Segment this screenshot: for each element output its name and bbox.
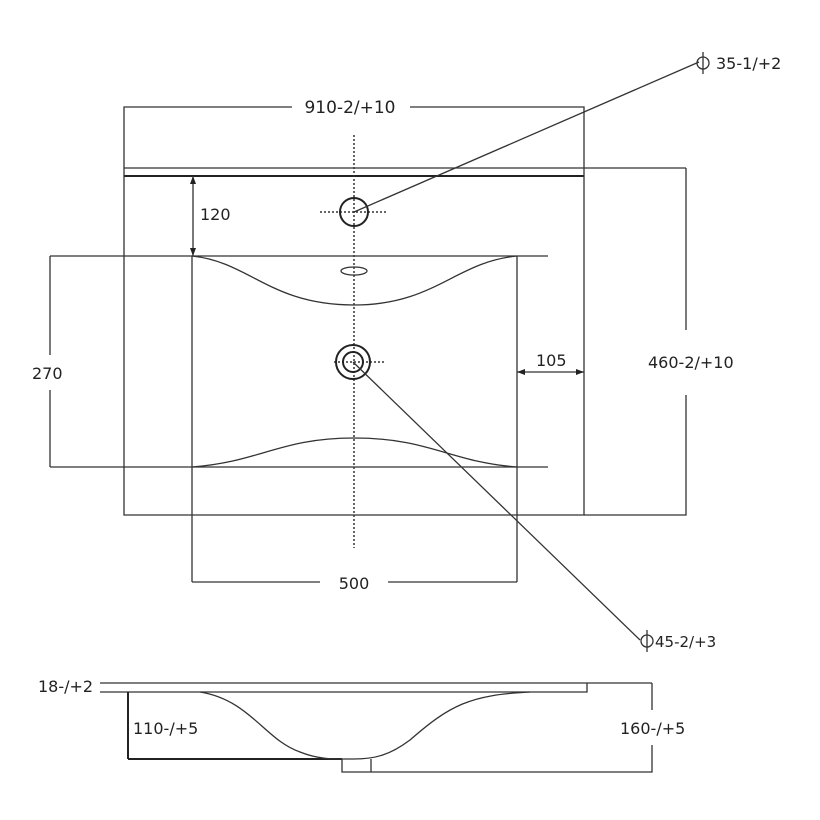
tap-offset-dimension: 120 [190, 176, 231, 256]
side-margin-dimension: 105 [517, 351, 584, 375]
drain-hole-callout: 45-2/+3 [352, 361, 716, 652]
side-margin-dim-label: 105 [536, 351, 567, 370]
bowl-width-dim-label: 500 [339, 574, 370, 593]
bowl-depth-dim-label: 270 [32, 364, 63, 383]
tap-hole-dim-label: 35-1/+2 [716, 54, 781, 73]
bowl-width-dimension: 500 [192, 574, 517, 593]
bowl-depth-dimension: 270 [32, 256, 63, 467]
total-height-label: 160-/+5 [620, 719, 685, 738]
bowl-height-label: 110-/+5 [133, 719, 198, 738]
drain-hole-dim-label: 45-2/+3 [655, 633, 716, 651]
slab-thickness-label: 18-/+2 [38, 677, 93, 696]
depth-dim-label: 460-2/+10 [648, 353, 734, 372]
bowl-outline [50, 255, 548, 582]
width-dim-label: 910-2/+10 [304, 98, 395, 118]
overflow-hole [340, 266, 368, 276]
drain-hole-outer [335, 344, 371, 380]
depth-dimension: 460-2/+10 [584, 168, 734, 516]
side-view: 18-/+2 110-/+5 160-/+5 [38, 677, 685, 773]
tap-offset-dim-label: 120 [200, 205, 231, 224]
tap-hole [339, 197, 369, 227]
width-dimension: 910-2/+10 [123, 98, 585, 168]
drain-hole-inner [342, 351, 364, 373]
tap-hole-callout: 35-1/+2 [353, 52, 781, 213]
